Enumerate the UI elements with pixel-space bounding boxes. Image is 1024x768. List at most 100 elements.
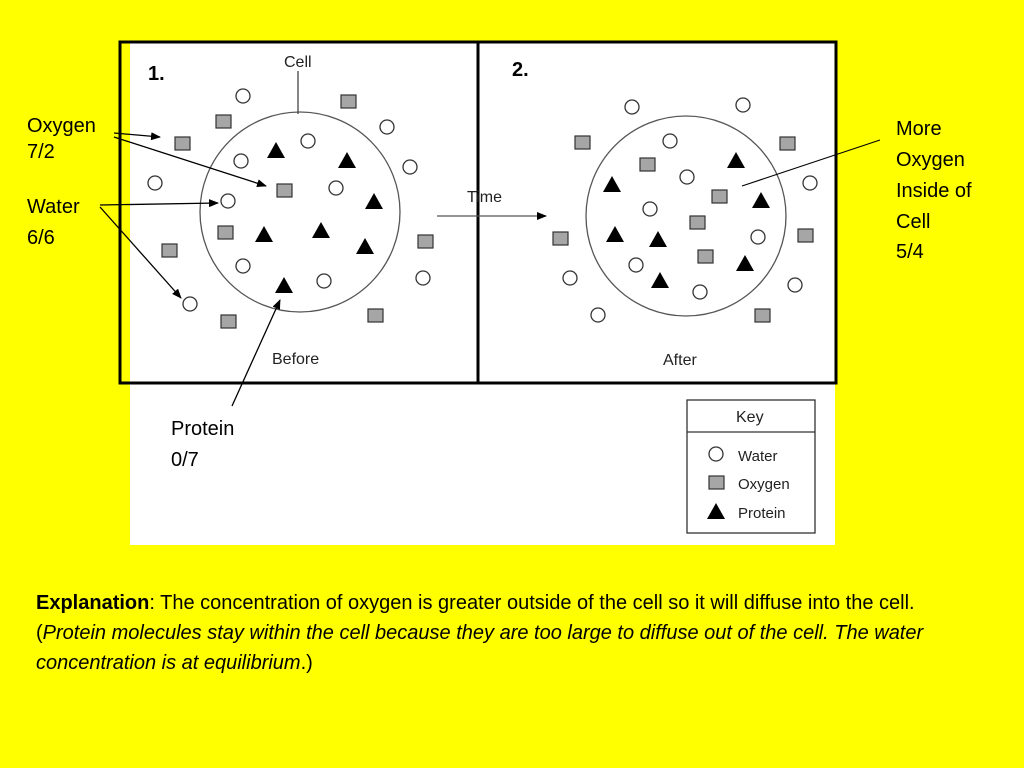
protein-molecule xyxy=(606,226,624,242)
oxygen-molecule xyxy=(797,228,814,243)
protein-molecule xyxy=(651,272,669,288)
protein-molecule xyxy=(338,152,356,168)
explanation-text-part2: .) xyxy=(300,652,313,674)
protein-molecule xyxy=(356,238,374,254)
oxygen-molecule xyxy=(711,189,728,204)
oxygen-molecule xyxy=(574,135,591,150)
protein-molecule xyxy=(255,226,273,242)
panel-before-number: 1. xyxy=(148,63,165,85)
water-molecule xyxy=(316,273,332,289)
panel-after-number: 2. xyxy=(512,59,529,81)
water-molecule xyxy=(735,97,751,113)
explanation-paragraph: Explanation: The concentration of oxygen… xyxy=(36,588,976,678)
water-molecule xyxy=(787,277,803,293)
oxygen-molecule xyxy=(340,94,357,109)
key-protein-icon xyxy=(707,503,725,519)
protein-molecule xyxy=(603,176,621,192)
oxygen-pointer-inside xyxy=(113,136,267,188)
water-pointer-inside xyxy=(99,199,219,208)
key-oxygen-icon xyxy=(708,475,725,490)
before-protein-molecules xyxy=(255,142,383,293)
more-oxygen-line2: Oxygen xyxy=(896,149,965,171)
explanation-heading: Explanation xyxy=(36,592,150,614)
water-molecule xyxy=(300,133,316,149)
water-molecule xyxy=(415,270,431,286)
key-legend: Key Water Oxygen Protein xyxy=(686,399,816,534)
after-label: After xyxy=(663,352,697,369)
cell-membrane-before xyxy=(199,111,401,313)
panel-after-frame xyxy=(476,40,838,385)
protein-molecule xyxy=(267,142,285,158)
more-oxygen-line1: More xyxy=(896,118,942,140)
protein-molecule xyxy=(736,255,754,271)
more-oxygen-ratio: 5/4 xyxy=(896,241,924,263)
water-molecule xyxy=(662,133,678,149)
water-molecule xyxy=(233,153,249,169)
protein-molecule xyxy=(727,152,745,168)
water-annotation-label: Water xyxy=(27,196,80,218)
oxygen-molecule xyxy=(220,314,237,329)
cell-membrane-after xyxy=(585,115,787,317)
more-oxygen-pointer xyxy=(741,139,881,187)
protein-molecule xyxy=(752,192,770,208)
oxygen-molecule xyxy=(639,157,656,172)
key-title: Key xyxy=(736,409,764,426)
explanation-text-part1: : The concentration of oxygen is greater… xyxy=(36,592,915,644)
after-protein-molecules xyxy=(603,152,770,288)
more-oxygen-line4: Cell xyxy=(896,211,930,233)
water-molecule xyxy=(628,257,644,273)
oxygen-molecule xyxy=(367,308,384,323)
water-molecule xyxy=(692,284,708,300)
cell-label: Cell xyxy=(284,54,312,71)
water-molecule xyxy=(147,175,163,191)
before-oxygen-molecules xyxy=(161,94,434,329)
key-water-icon xyxy=(708,446,724,462)
before-water-molecules xyxy=(147,88,431,312)
water-molecule xyxy=(750,229,766,245)
protein-molecule xyxy=(312,222,330,238)
oxygen-molecule xyxy=(217,225,234,240)
water-molecule xyxy=(802,175,818,191)
key-water-label: Water xyxy=(738,448,777,465)
protein-annotation-label: Protein xyxy=(171,418,234,440)
oxygen-molecule xyxy=(161,243,178,258)
protein-molecule xyxy=(275,277,293,293)
oxygen-molecule xyxy=(552,231,569,246)
oxygen-molecule xyxy=(215,114,232,129)
water-molecule xyxy=(182,296,198,312)
oxygen-molecule xyxy=(697,249,714,264)
key-protein-label: Protein xyxy=(738,505,786,522)
oxygen-molecule xyxy=(689,215,706,230)
more-oxygen-line3: Inside of xyxy=(896,180,972,202)
water-molecule xyxy=(379,119,395,135)
key-oxygen-label: Oxygen xyxy=(738,476,790,493)
oxygen-molecule xyxy=(417,234,434,249)
water-molecule xyxy=(562,270,578,286)
oxygen-pointer-outside xyxy=(113,132,161,141)
water-molecule xyxy=(679,169,695,185)
before-label: Before xyxy=(272,351,319,368)
oxygen-molecule xyxy=(276,183,293,198)
explanation-italic-note: Protein molecules stay within the cell b… xyxy=(36,622,924,674)
oxygen-molecule xyxy=(174,136,191,151)
protein-molecule xyxy=(365,193,383,209)
oxygen-molecule xyxy=(779,136,796,151)
protein-molecule xyxy=(649,231,667,247)
protein-pointer xyxy=(231,299,281,407)
oxygen-molecule xyxy=(754,308,771,323)
after-water-molecules xyxy=(562,97,818,323)
water-molecule xyxy=(642,201,658,217)
water-annotation-ratio: 6/6 xyxy=(27,227,55,249)
protein-annotation-ratio: 0/7 xyxy=(171,449,199,471)
water-molecule xyxy=(220,193,236,209)
water-molecule xyxy=(328,180,344,196)
time-label: Time xyxy=(467,189,502,206)
water-molecule xyxy=(590,307,606,323)
oxygen-annotation-label: Oxygen xyxy=(27,115,96,137)
after-oxygen-molecules xyxy=(552,135,814,323)
water-molecule xyxy=(402,159,418,175)
water-molecule xyxy=(235,88,251,104)
water-molecule xyxy=(235,258,251,274)
water-pointer-outside xyxy=(99,206,182,299)
